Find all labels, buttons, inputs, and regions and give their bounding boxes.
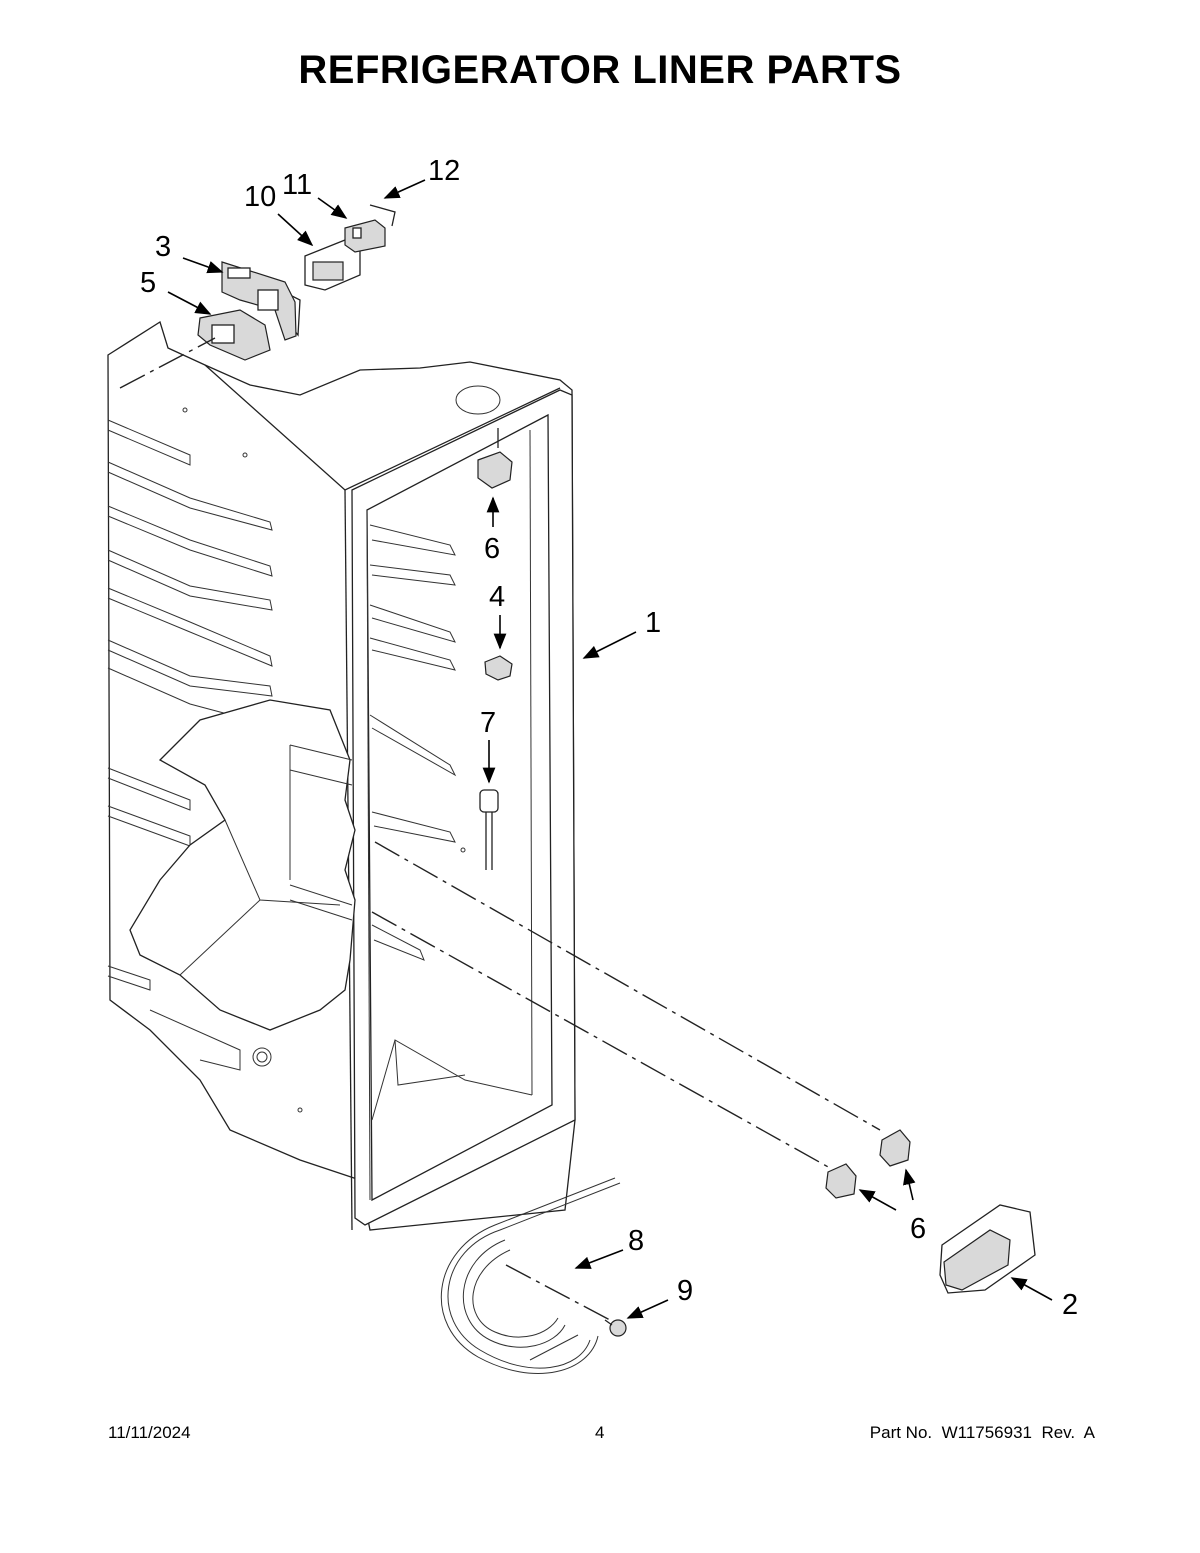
part-2-drain-trough — [939, 1204, 1036, 1294]
part-7-thermistor — [479, 789, 499, 870]
part-11-light-socket — [344, 219, 386, 253]
part-6-top-roller — [477, 428, 513, 489]
callout-3: 3 — [155, 231, 171, 263]
assembly-lines — [119, 337, 881, 1321]
part-3-control-housing — [221, 261, 301, 341]
part-4-clip — [484, 655, 513, 681]
callout-4: 4 — [489, 581, 505, 613]
callout-9: 9 — [677, 1275, 693, 1307]
part-8-water-tube — [440, 1177, 621, 1374]
part-6-rollers-lower — [825, 1129, 911, 1199]
callout-5: 5 — [140, 267, 156, 299]
callout-10: 10 — [244, 181, 276, 213]
callout-labels: 1 2 3 4 5 6 6 7 8 9 10 11 12 — [140, 155, 1078, 1321]
footer-part-number: Part No. W11756931 Rev. A — [869, 1423, 1095, 1442]
callout-12: 12 — [428, 155, 460, 187]
part-9-screw — [604, 1319, 627, 1337]
callout-6-bottom: 6 — [910, 1213, 926, 1245]
footer-page-number: 4 — [595, 1423, 605, 1442]
callout-6-top: 6 — [484, 533, 500, 565]
callout-2: 2 — [1062, 1289, 1078, 1321]
part-5-air-damper — [197, 309, 271, 361]
callout-8: 8 — [628, 1225, 644, 1257]
callout-arrows — [167, 179, 1053, 1319]
callout-1: 1 — [645, 607, 661, 639]
footer-date: 11/11/2024 — [108, 1423, 191, 1442]
part-12-wire-clip — [369, 204, 396, 227]
page-title: REFRIGERATOR LINER PARTS — [298, 48, 902, 92]
callout-7: 7 — [480, 707, 496, 739]
liner-body — [107, 320, 576, 1231]
part-10-light-housing — [304, 239, 361, 291]
callout-11: 11 — [282, 169, 312, 201]
